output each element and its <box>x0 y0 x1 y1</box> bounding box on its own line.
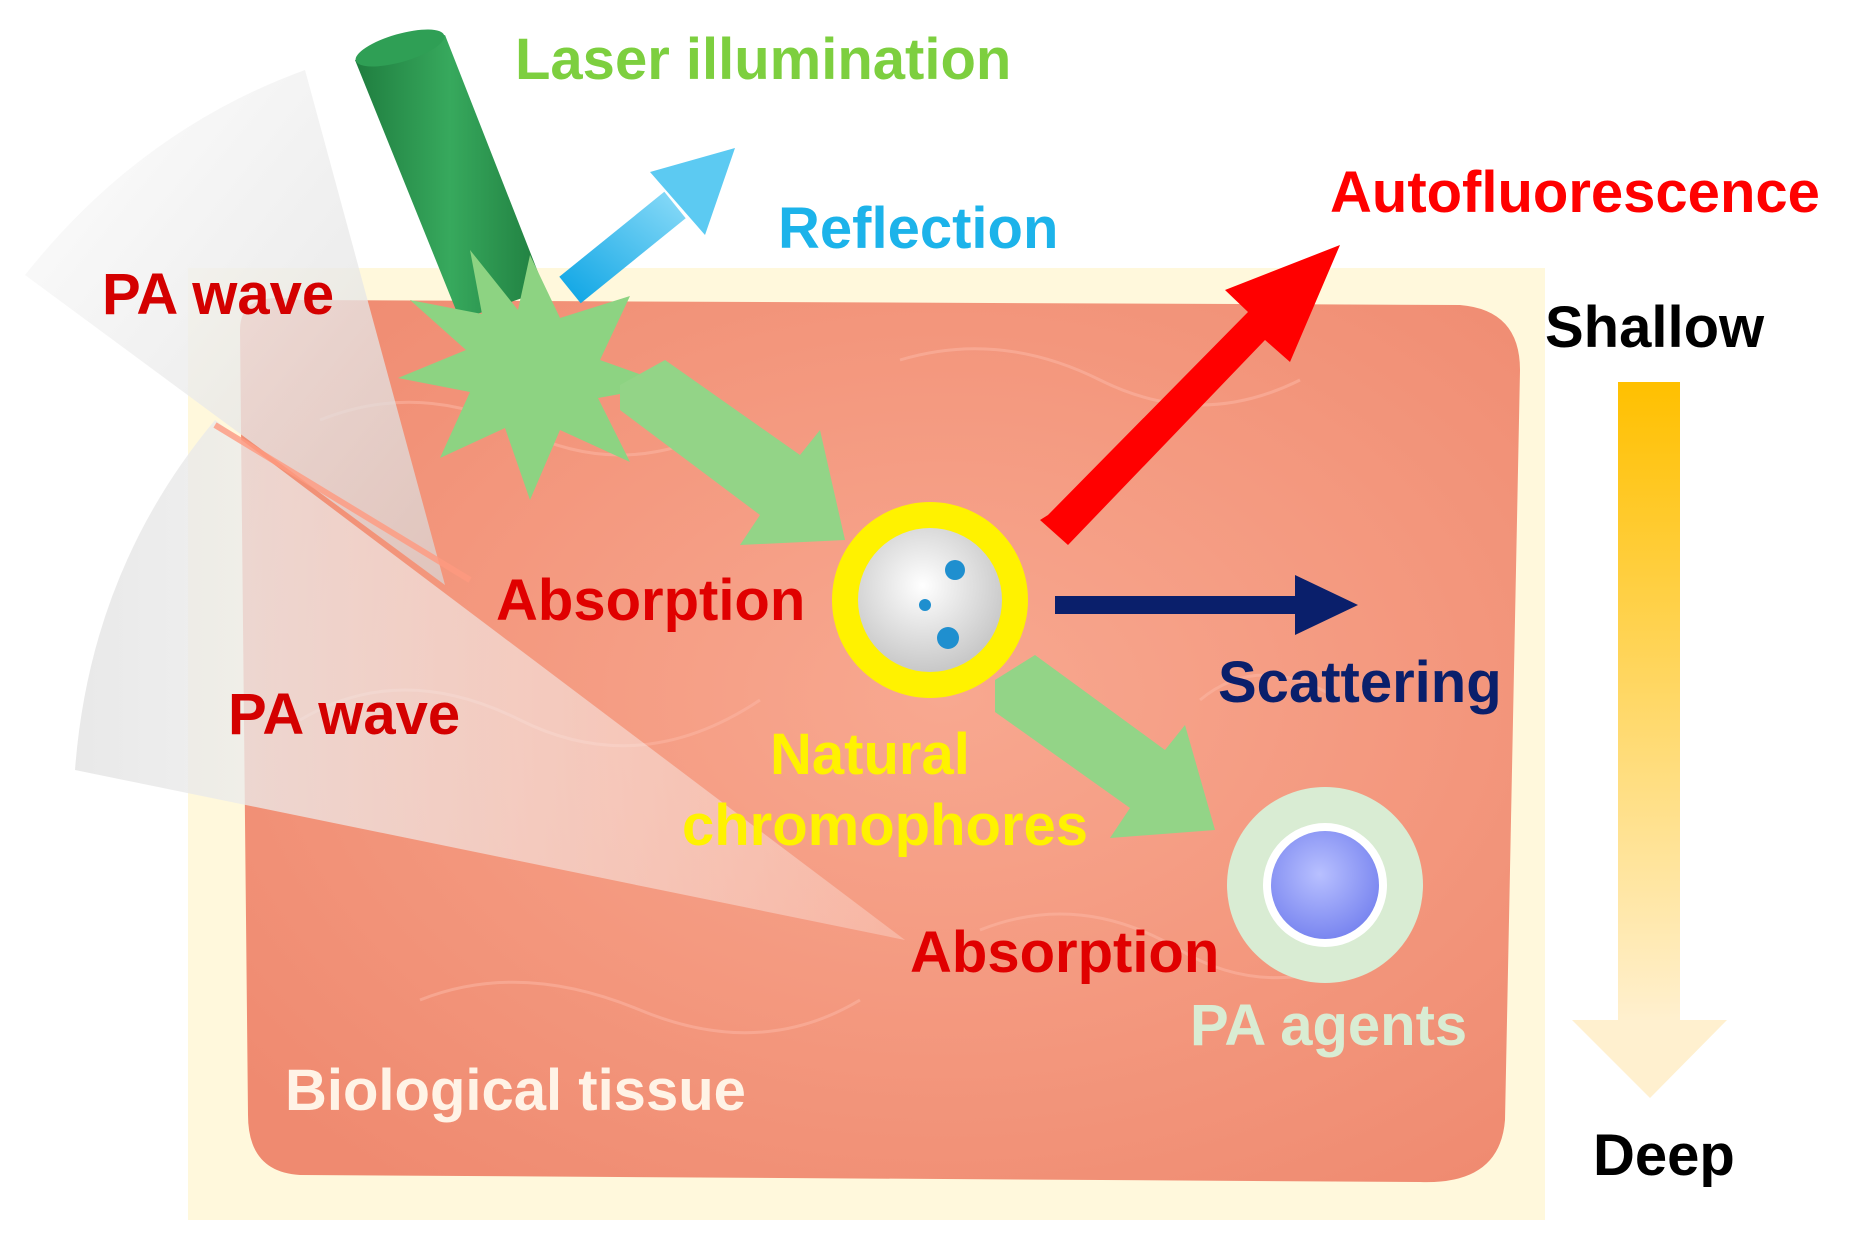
absorption-upper-label: Absorption <box>496 568 805 633</box>
autofluorescence-arrow <box>1040 245 1340 545</box>
depth-arrow-head <box>1572 1020 1727 1098</box>
pa-wave-lower-label: PA wave <box>228 682 460 747</box>
chromophore-dot <box>945 560 965 580</box>
laser-illumination-label: Laser illumination <box>515 27 1011 92</box>
light-path-arrow-1 <box>620 360 845 545</box>
deep-label: Deep <box>1593 1123 1735 1188</box>
scattering-arrow-head <box>1295 575 1358 635</box>
natural-chromophore-core <box>858 528 1002 672</box>
autofluorescence-label: Autofluorescence <box>1330 160 1820 225</box>
light-path-arrow-2 <box>995 655 1215 838</box>
depth-arrow-shaft <box>1618 382 1680 1022</box>
reflection-arrow-shaft <box>559 191 686 304</box>
reflection-label: Reflection <box>778 196 1058 261</box>
absorption-lower-label: Absorption <box>910 920 1219 985</box>
pa-wave-lower-fan <box>75 420 905 940</box>
reflection-arrow-head <box>650 148 735 235</box>
chromophore-dot <box>937 627 959 649</box>
pa-agents-label: PA agents <box>1190 993 1467 1058</box>
laser-beam <box>355 35 545 320</box>
biological-tissue-label: Biological tissue <box>285 1058 746 1123</box>
pa-agent-particle <box>1271 831 1379 939</box>
shallow-label: Shallow <box>1545 295 1765 360</box>
natural-chromophores-label-line1: Natural <box>770 722 970 787</box>
pa-wave-upper-label: PA wave <box>102 262 334 327</box>
chromophore-dot <box>919 599 931 611</box>
pa-wave-upper-fan <box>25 70 445 585</box>
laser-beam-tip <box>355 29 445 67</box>
scattering-label: Scattering <box>1218 650 1502 715</box>
pa-wave-lower-edge <box>213 422 472 583</box>
laser-impact-starburst <box>398 250 670 500</box>
natural-chromophores-label-line2: chromophores <box>682 793 1088 858</box>
